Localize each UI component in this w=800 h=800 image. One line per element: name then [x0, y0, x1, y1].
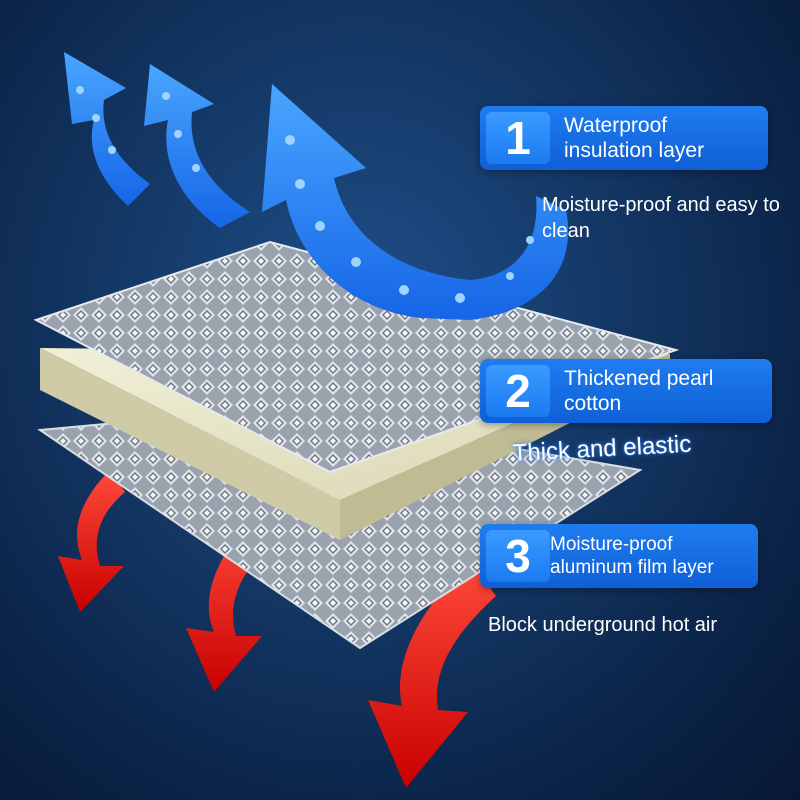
layer-1-badge: 1 Waterproof insulation layer [480, 106, 768, 170]
waterproof-foil-layer [33, 240, 680, 474]
layer-1-number: 1 [486, 112, 550, 164]
layer-3-number: 3 [486, 530, 550, 582]
layer-2-badge: 2 Thickened pearl cotton [480, 359, 772, 423]
layer-1-caption: Moisture-proof and easy to clean [542, 194, 780, 242]
layer-3-caption: Block underground hot air [488, 614, 718, 636]
layer-2-number: 2 [486, 365, 550, 417]
cool-air-arrow-icon [64, 52, 569, 320]
layer-3-badge: 3 Moisture-proof aluminum film layer [480, 524, 758, 588]
layer-1-title: Waterproof insulation layer [564, 114, 705, 162]
layer-2-title: Thickened pearl cotton [564, 367, 714, 415]
layer-3-title: Moisture-proof aluminum film layer [550, 534, 714, 578]
